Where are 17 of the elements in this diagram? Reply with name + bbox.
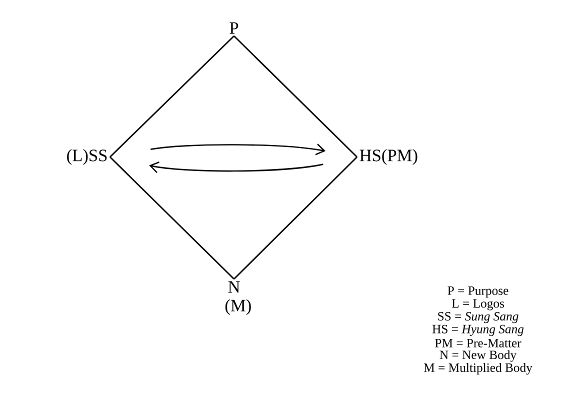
legend-entry: SS = Sung Sang — [438, 312, 518, 324]
curved-arrow — [150, 144, 326, 156]
vertex-label: (L)SS — [67, 149, 107, 165]
legend-entry: N = New Body — [440, 350, 517, 362]
legend-entry: P = Purpose — [448, 286, 508, 298]
vertex-label: N (M) — [225, 281, 251, 315]
curved-arrow — [149, 162, 324, 174]
legend-entry: L = Logos — [452, 299, 504, 310]
diamond-side — [110, 35, 235, 158]
vertex-label: P — [230, 22, 238, 34]
legend-entry: PM = Pre-Matter — [435, 338, 522, 348]
diamond-side — [110, 156, 235, 280]
vertex-label: HS(PM) — [360, 149, 418, 165]
legend-entry: M = Multiplied Body — [424, 363, 532, 375]
legend-entry: HS = Hyung Sang — [432, 324, 524, 336]
diamond-side — [234, 35, 358, 158]
diamond-side — [233, 156, 358, 280]
